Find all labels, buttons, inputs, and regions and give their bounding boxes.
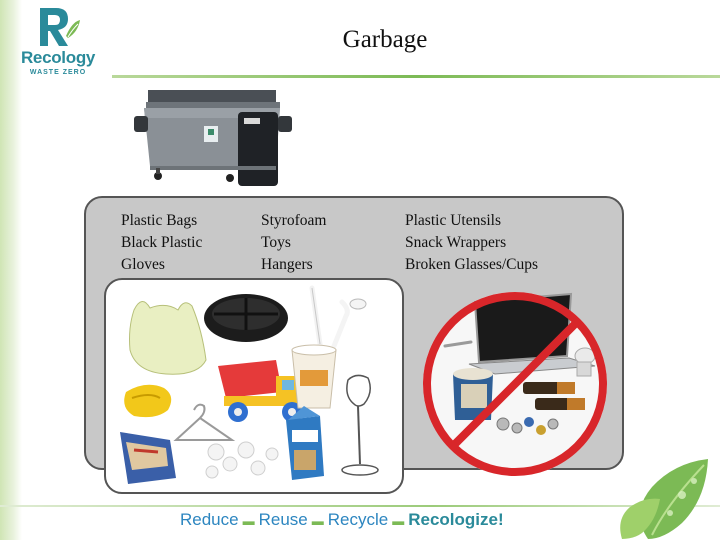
footer-slogan: Reduce▬Reuse▬Recycle▬Recologize! (180, 510, 504, 538)
leaf-separator-icon: ▬ (242, 514, 255, 528)
items-column-1: Plastic Bags Black Plastic Gloves (121, 210, 202, 276)
dumpster-image (134, 90, 292, 186)
list-item: Toys (261, 234, 291, 251)
list-item: Styrofoam (261, 212, 327, 229)
recology-logo: Recology WASTE ZERO (8, 4, 108, 84)
left-accent-bar (0, 0, 22, 540)
header-divider (112, 75, 720, 78)
list-item: Plastic Bags (121, 212, 198, 229)
slide-title: Garbage (342, 26, 428, 53)
recology-r-icon (40, 8, 80, 46)
list-item: Gloves (121, 256, 165, 273)
list-item: Snack Wrappers (405, 234, 507, 251)
garbage-items-illustration (120, 285, 379, 484)
items-column-2: Styrofoam Toys Hangers (261, 210, 326, 276)
decorative-leaves-icon (620, 459, 708, 539)
logo-wordmark: Recology (20, 48, 96, 67)
items-column-3: Plastic Utensils Snack Wrappers Broken G… (405, 210, 538, 276)
footer-reduce: Reduce (180, 510, 239, 529)
footer-divider (0, 505, 720, 507)
logo-tagline: WASTE ZERO (29, 69, 87, 76)
list-item: Black Plastic (121, 234, 203, 251)
list-item: Plastic Utensils (405, 212, 502, 229)
leaf-separator-icon: ▬ (311, 514, 324, 528)
list-item: Hangers (261, 256, 313, 273)
list-item: Broken Glasses/Cups (405, 256, 539, 273)
garbage-items-photo (104, 278, 404, 494)
no-symbol-icon (423, 292, 607, 476)
footer-reuse: Reuse (258, 510, 308, 529)
leaf-separator-icon: ▬ (392, 514, 405, 528)
footer-recycle: Recycle (327, 510, 389, 529)
footer-recologize: Recologize! (408, 510, 504, 529)
